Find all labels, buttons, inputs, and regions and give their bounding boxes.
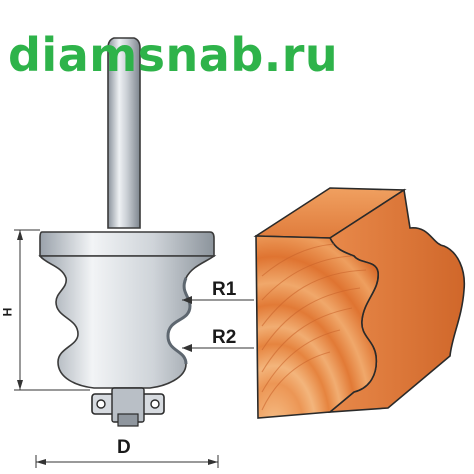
wood-profile	[253, 187, 466, 419]
dimension-label-r2: R2	[212, 327, 237, 348]
router-bit	[38, 37, 217, 427]
dimension-lines	[14, 229, 254, 468]
bit-top-flange	[39, 231, 215, 257]
bit-cutter-edge	[166, 277, 192, 365]
dimension-label-h: H	[0, 307, 15, 317]
bit-shank	[107, 37, 141, 229]
dimension-label-r1: R1	[212, 279, 237, 300]
watermark-text: diamsnab.ru	[8, 28, 339, 82]
bit-profile-body	[38, 255, 217, 389]
wood-end-grain	[255, 235, 379, 419]
wood-grain-rings	[261, 243, 367, 411]
dimension-label-d: D	[117, 437, 131, 458]
bit-screw	[117, 413, 139, 427]
